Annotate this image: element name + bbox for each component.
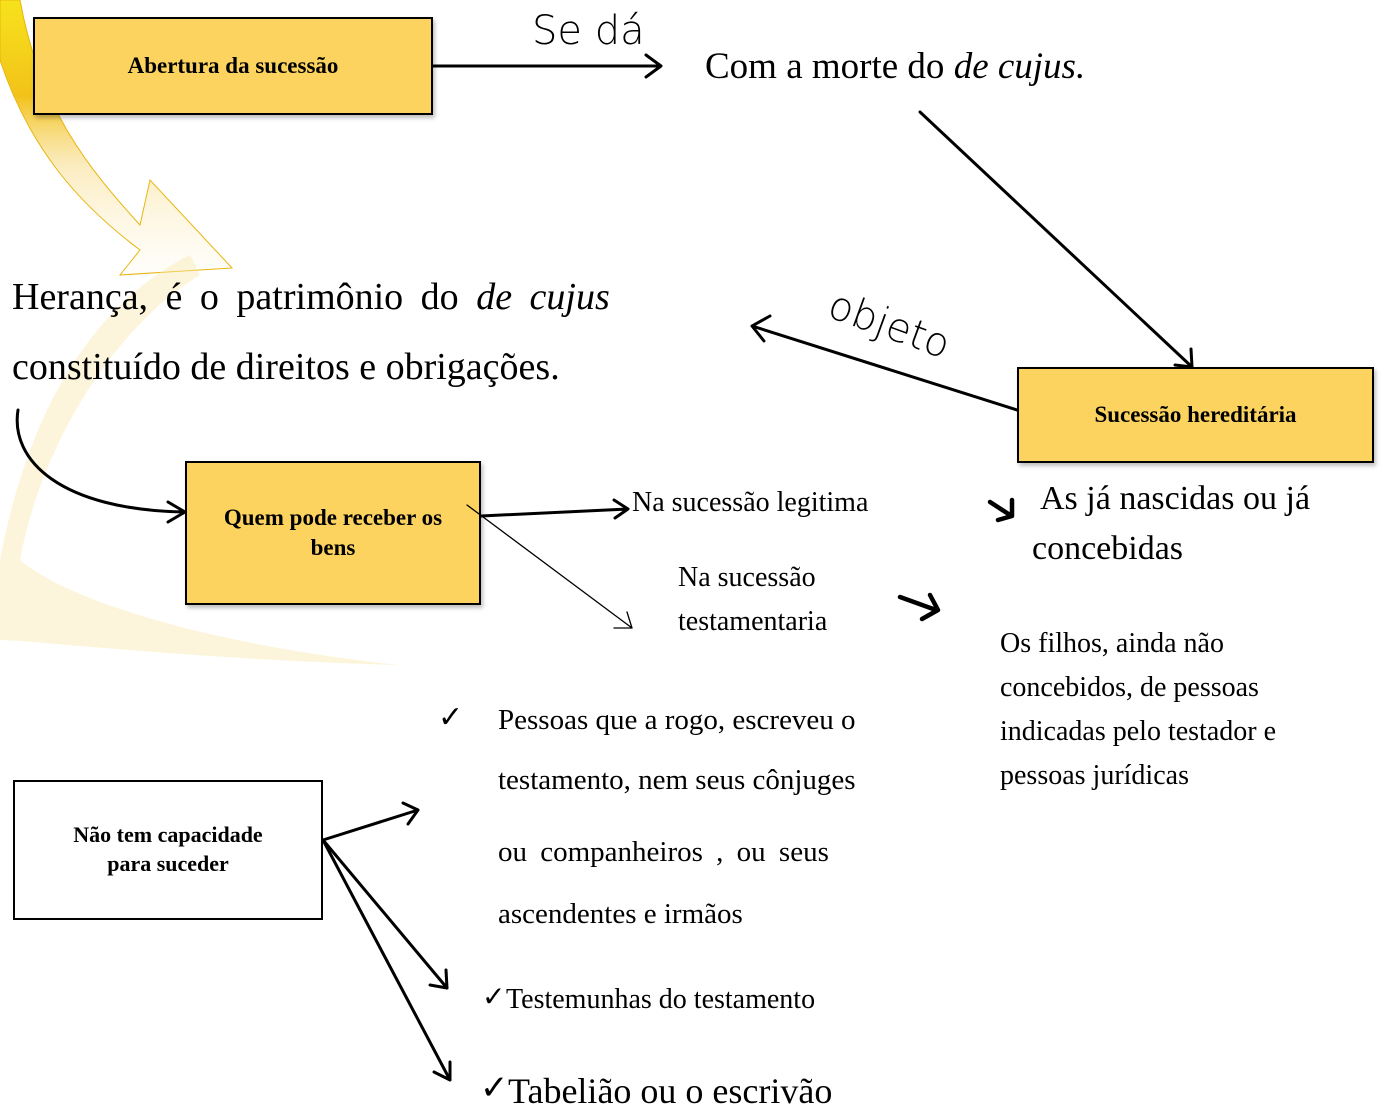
bold-arrow-testamentaria [897, 592, 941, 622]
pessoas-line-3: ou companheiros , ou seus [498, 836, 829, 868]
heranca-line-1: Herança, é o patrimônio do de cujus [12, 276, 610, 318]
com-a-morte-text: Com a morte do de cujus. [705, 46, 1086, 87]
arrow-abertura-to-morte [431, 53, 663, 79]
testemunhas-text: Testemunhas do testamento [506, 984, 816, 1015]
ja-nascidas-line-2: concebidas [1032, 530, 1184, 567]
sucessao-legitima-text: Na sucessão legitima [632, 487, 869, 518]
filhos-line-1: Os filhos, ainda não [1000, 628, 1224, 659]
arrow-quem-pode-to-legitima [479, 498, 630, 520]
sucessao-testamentaria-line-1: Na sucessão [678, 562, 816, 593]
arrow-heranca-to-quem-pode [15, 408, 187, 524]
arrow-nao-tem-to-testemunhas [321, 838, 449, 990]
yellow-arrow-tail [0, 255, 400, 665]
arrow-morte-to-hereditaria [918, 110, 1194, 369]
ja-nascidas-line-1: As já nascidas ou já [1040, 480, 1311, 517]
sucessao-testamentaria-line-2: testamentaria [678, 606, 828, 637]
heranca-line-2: constituído de direitos e obrigações. [12, 346, 560, 388]
check-mark-tabeliao: ✓ [480, 1068, 509, 1108]
filhos-line-4: pessoas jurídicas [1000, 760, 1189, 791]
arrow-nao-tem-to-tabeliao [321, 838, 452, 1082]
check-mark-testemunhas: ✓ [482, 980, 506, 1013]
filhos-line-2: concebidos, de pessoas [1000, 672, 1259, 703]
arrow-quem-pode-to-testamentaria [466, 504, 633, 629]
check-mark-pessoas: ✓ [438, 700, 464, 735]
quem-pode-receber-box: Quem pode receber os bens [185, 461, 481, 605]
pessoas-line-1: Pessoas que a rogo, escreveu o [498, 704, 856, 736]
abertura-da-sucessao-box: Abertura da sucessão [33, 17, 433, 115]
filhos-line-3: indicadas pelo testador e [1000, 716, 1277, 747]
sucessao-hereditaria-box: Sucessão hereditária [1017, 367, 1374, 463]
pessoas-line-2: testamento, nem seus cônjuges [498, 764, 856, 796]
arrow-nao-tem-to-pessoas [321, 801, 420, 842]
arrow-hereditaria-to-heranca [750, 314, 1019, 412]
se-da-label: Se dá [532, 8, 645, 54]
bold-arrow-legitima [987, 497, 1015, 523]
pessoas-line-4: ascendentes e irmãos [498, 898, 743, 930]
tabeliao-text: Tabelião ou o escrivão [508, 1071, 833, 1111]
nao-tem-capacidade-box: Não tem capacidade para suceder [13, 780, 323, 920]
